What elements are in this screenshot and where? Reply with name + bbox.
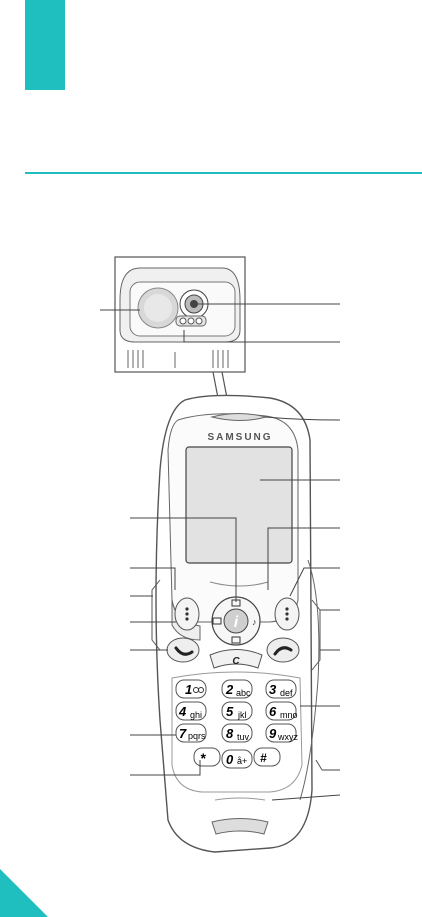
page-corner-marker <box>0 869 48 917</box>
cancel-key <box>209 649 263 669</box>
envelope-icon <box>212 617 222 625</box>
svg-text:3: 3 <box>269 682 277 697</box>
section-tab <box>25 0 65 90</box>
svg-text:i: i <box>234 614 239 631</box>
svg-text:C: C <box>232 656 240 667</box>
send-key <box>166 637 200 663</box>
svg-text:8: 8 <box>226 726 234 741</box>
svg-text:0: 0 <box>226 752 234 767</box>
end-key <box>266 637 300 663</box>
web-access-key <box>223 608 249 634</box>
svg-text:pqrs: pqrs <box>188 731 206 741</box>
svg-text:abc: abc <box>236 688 251 698</box>
camera-icon <box>231 636 241 644</box>
display-screen <box>185 446 293 564</box>
music-note-icon: ♪ <box>252 617 257 627</box>
keypad: 1 2 abc 3 def 4 ghi 5 jkl 6 mno 7 pqrs 8… <box>175 679 298 769</box>
svg-text:2: 2 <box>225 682 234 697</box>
header-rule <box>25 172 422 174</box>
svg-text:ghi: ghi <box>190 710 202 720</box>
svg-text:6: 6 <box>269 704 277 719</box>
microphone <box>211 818 269 835</box>
svg-text:*: * <box>200 750 206 766</box>
back-view-inset <box>114 256 246 399</box>
svg-text:5: 5 <box>226 704 234 719</box>
svg-text:tuv: tuv <box>237 732 250 742</box>
svg-text:def: def <box>280 688 293 698</box>
svg-text:7: 7 <box>179 726 187 741</box>
svg-text:1: 1 <box>185 682 192 697</box>
svg-text:4: 4 <box>178 704 187 719</box>
phone-body: SAMSUNG i ♪ C 1 <box>151 394 323 853</box>
svg-text:wxyz: wxyz <box>277 732 298 742</box>
svg-text:jkl: jkl <box>237 710 247 720</box>
brand-label: SAMSUNG <box>207 432 272 443</box>
svg-text:å+: å+ <box>237 756 247 766</box>
svg-text:#: # <box>260 751 267 765</box>
callout-lines <box>100 303 341 801</box>
svg-text:mno: mno <box>280 710 298 720</box>
svg-text:9: 9 <box>269 726 277 741</box>
